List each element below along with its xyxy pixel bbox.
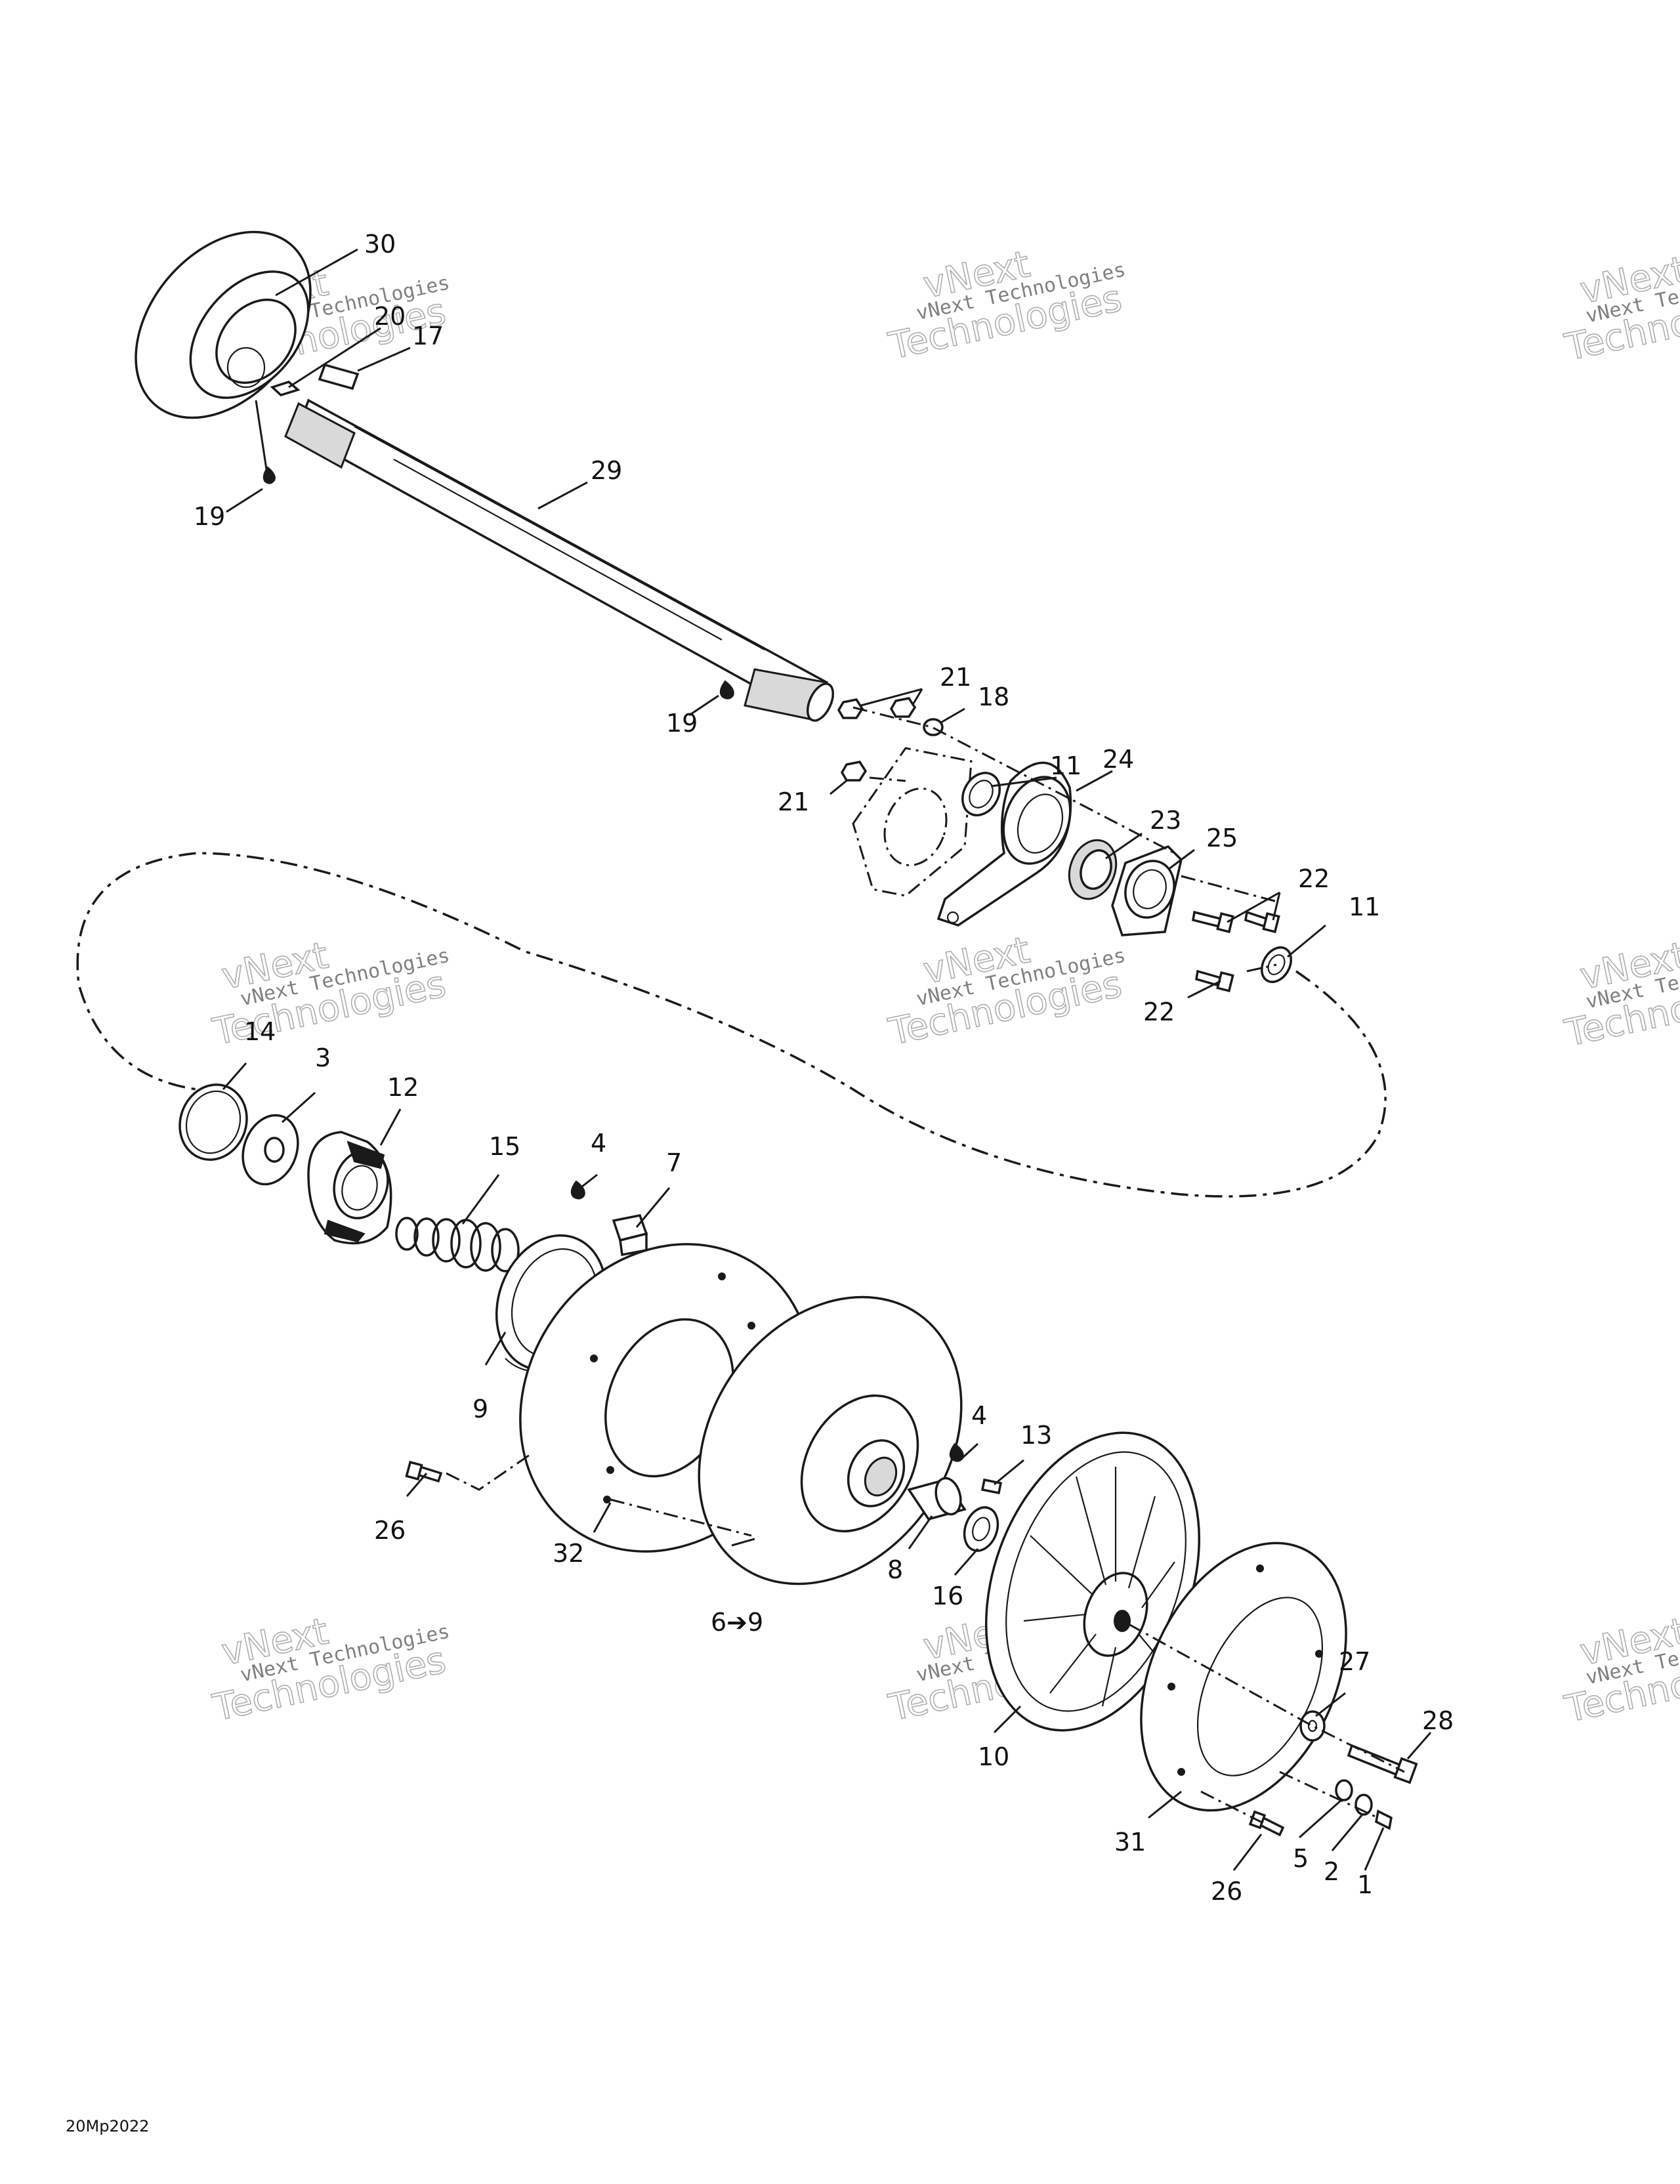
callout-29: 29 (591, 456, 622, 485)
callout-9: 9 (472, 1395, 488, 1423)
part-24-bearing-plate (936, 761, 1072, 927)
callout-21-upper: 21 (940, 663, 971, 692)
part-17-key (318, 363, 360, 390)
part-30-fixed-sheave (135, 230, 312, 419)
part-29-shaft (284, 398, 835, 722)
callout-31: 31 (1114, 1828, 1146, 1857)
part-21-nut-b (889, 697, 917, 718)
part-25-flange (1111, 845, 1183, 936)
callouts: 30 20 17 19 29 19 21 18 21 11 24 23 25 2… (194, 230, 1454, 1906)
callout-2: 2 (1324, 1857, 1339, 1886)
callout-19-lower: 19 (666, 709, 698, 738)
callout-3: 3 (315, 1043, 331, 1072)
part-19-grease-lower (719, 680, 734, 700)
part-26-screw-lower (1248, 1810, 1285, 1837)
part-22-bolt-c (1195, 969, 1234, 992)
callout-26-upper: 26 (374, 1516, 406, 1545)
callout-11-upper: 11 (1050, 751, 1082, 780)
upper-alignment-lines (852, 706, 1280, 973)
part-21-nut-c (840, 761, 868, 782)
callout-6-9: 6➔9 (711, 1608, 763, 1637)
callout-30: 30 (364, 230, 396, 259)
part-6-9-movable-sheave (698, 1295, 963, 1586)
callout-28: 28 (1422, 1706, 1454, 1735)
part-15-spring (395, 1217, 520, 1272)
callout-25: 25 (1206, 824, 1238, 852)
callout-12: 12 (387, 1073, 419, 1102)
callout-19-upper: 19 (194, 502, 225, 531)
part-31-cover (1140, 1542, 1347, 1812)
part-22-bolt-a (1192, 910, 1234, 933)
part-16-washer (963, 1506, 999, 1552)
part-4-grease-upper (570, 1180, 585, 1200)
drive-belt (76, 852, 1387, 1198)
callout-22-upper: 22 (1298, 864, 1330, 893)
callout-4-upper: 4 (591, 1129, 606, 1158)
callout-10: 10 (978, 1742, 1009, 1771)
part-18-washer (923, 718, 944, 736)
callout-24: 24 (1102, 745, 1134, 774)
callout-23: 23 (1150, 806, 1181, 835)
callout-16: 16 (932, 1582, 963, 1610)
lower-alignment-lines (446, 1452, 1405, 1824)
callout-8: 8 (887, 1555, 903, 1584)
callout-7: 7 (666, 1148, 682, 1177)
callout-4-lower: 4 (971, 1401, 987, 1430)
callout-27: 27 (1339, 1647, 1370, 1676)
part-7-slider-shoe (612, 1213, 648, 1257)
callout-20: 20 (374, 302, 406, 331)
part-5-washer (1335, 1779, 1353, 1801)
callout-18: 18 (978, 682, 1009, 711)
callout-26-lower: 26 (1211, 1877, 1242, 1906)
part-1-nut (1375, 1809, 1393, 1830)
part-11-seal-upper (961, 772, 1001, 816)
part-27-washer (1299, 1710, 1326, 1742)
callout-1: 1 (1357, 1870, 1373, 1899)
callout-14: 14 (244, 1017, 276, 1046)
callout-13: 13 (1020, 1421, 1052, 1450)
leader-lines (222, 248, 1432, 1871)
drawing-code: 20Mp2022 (66, 2117, 150, 2135)
part-10-ribbed-sheave (984, 1431, 1201, 1732)
callout-5: 5 (1293, 1844, 1309, 1873)
part-28-bolt (1347, 1744, 1418, 1784)
part-8-bushing (907, 1477, 967, 1521)
callout-17: 17 (412, 322, 444, 350)
callout-22-lower: 22 (1143, 998, 1175, 1026)
part-22-bolt-b (1244, 910, 1280, 933)
callout-32: 32 (553, 1539, 584, 1568)
part-3-washer (242, 1114, 299, 1186)
callout-11-lower: 11 (1349, 892, 1380, 921)
part-19-grease-upper (262, 466, 276, 484)
part-21-nut-a (837, 698, 864, 719)
callout-21-lower: 21 (778, 788, 809, 816)
part-4-grease-lower (949, 1442, 964, 1462)
part-23-bearing (1068, 839, 1118, 900)
part-12-cam (307, 1131, 392, 1245)
mounting-plate (852, 747, 973, 897)
part-26-screw-upper (405, 1460, 443, 1483)
callout-15: 15 (489, 1132, 520, 1161)
